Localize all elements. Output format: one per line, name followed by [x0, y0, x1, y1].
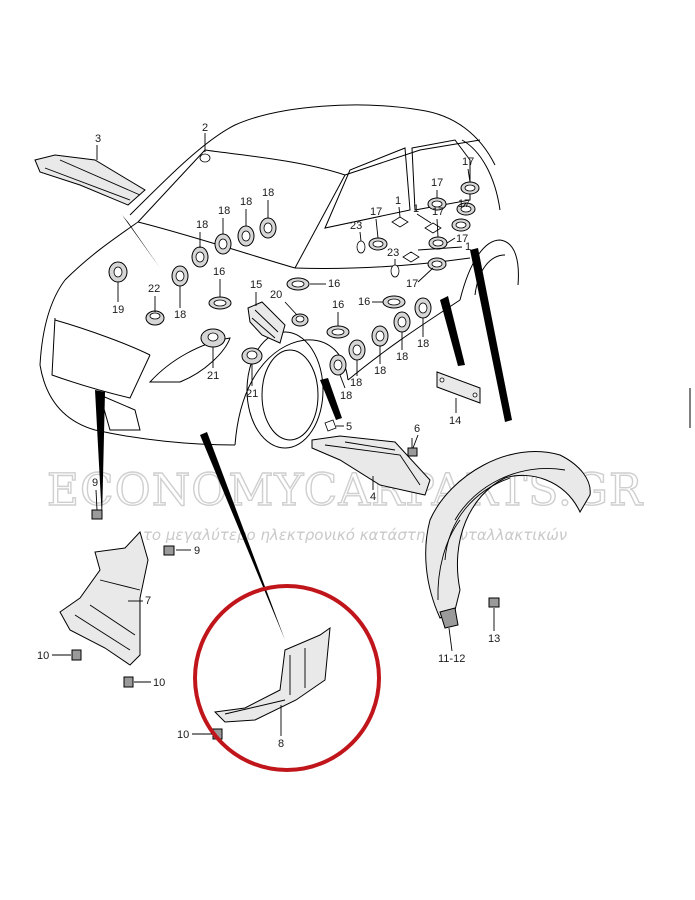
part-9-bolt-b[interactable] [163, 545, 175, 556]
grommet-18-b[interactable] [214, 233, 232, 255]
callout-18-f: 18 [340, 390, 352, 402]
callout-18-c: 18 [240, 196, 252, 208]
callout-7: 7 [145, 595, 151, 607]
grommet-18-a[interactable] [191, 246, 209, 268]
callout-8: 8 [278, 738, 284, 750]
callout-18-e: 18 [174, 309, 186, 321]
part-10-bolt-a[interactable] [71, 649, 82, 661]
callout-13: 13 [488, 633, 500, 645]
part-14-plate[interactable] [436, 371, 481, 404]
grommets [108, 181, 480, 376]
callout-2: 2 [202, 122, 208, 134]
callout-10-a: 10 [37, 650, 49, 662]
callout-1-c: 1 [465, 241, 471, 253]
callout-14: 14 [449, 415, 461, 427]
callout-17-f: 17 [456, 233, 468, 245]
plug-23-a[interactable] [356, 240, 366, 254]
grommet-21-a[interactable] [200, 328, 226, 348]
callout-9-a: 9 [92, 477, 98, 489]
callout-18-d: 18 [262, 187, 274, 199]
callout-18-h: 18 [374, 365, 386, 377]
callout-18-i: 18 [396, 351, 408, 363]
grommet-19[interactable] [108, 261, 128, 283]
callout-16-a: 16 [213, 266, 225, 278]
callout-16-c: 16 [332, 299, 344, 311]
part-8-undercover[interactable] [213, 626, 331, 723]
grommet-18-h[interactable] [371, 325, 389, 347]
plug-23-b[interactable] [390, 264, 400, 278]
grommet-17-a[interactable] [460, 181, 480, 195]
callout-19: 19 [112, 304, 124, 316]
callout-3: 3 [95, 133, 101, 145]
callout-6: 6 [414, 423, 420, 435]
grommet-18-c[interactable] [237, 225, 255, 247]
callout-20: 20 [270, 289, 282, 301]
callout-23-b: 23 [387, 247, 399, 259]
callout-23-a: 23 [350, 220, 362, 232]
callout-17-b: 17 [431, 177, 443, 189]
part-7-lower-cover[interactable] [59, 531, 149, 666]
callout-16-b: 16 [328, 278, 340, 290]
grommet-20[interactable] [291, 313, 309, 327]
grommet-18-d[interactable] [259, 217, 277, 239]
part-10-bolt-b[interactable] [123, 676, 134, 688]
part-6-bolt[interactable] [407, 438, 418, 457]
callout-4: 4 [370, 491, 376, 503]
callout-18-g: 18 [350, 377, 362, 389]
callout-18-b: 18 [218, 205, 230, 217]
part-3-cowl-panel[interactable] [34, 154, 146, 206]
part-2-clip[interactable] [199, 153, 211, 163]
watermark-subtitle: το μεγαλύτερο ηλεκτρονικό κατάστημα αντα… [143, 526, 567, 544]
plug-1-b[interactable] [424, 222, 442, 234]
callout-9-b: 9 [194, 545, 200, 557]
grommet-17-f[interactable] [451, 218, 471, 232]
grommet-18-g[interactable] [348, 339, 366, 361]
callout-17-e: 17 [432, 206, 444, 218]
callout-21-b: 21 [246, 388, 258, 400]
callout-16-d: 16 [358, 296, 370, 308]
callout-17-d: 17 [370, 206, 382, 218]
callout-1-a: 1 [395, 195, 401, 207]
grommet-16-c[interactable] [326, 325, 350, 339]
part-11-12-wheel-liner[interactable] [425, 451, 591, 629]
callout-10-c: 10 [177, 729, 189, 741]
callout-1-b: 1 [413, 203, 419, 215]
grommet-21-b[interactable] [241, 347, 263, 365]
grommet-16-d[interactable] [382, 295, 406, 309]
grommet-17-e[interactable] [428, 236, 448, 250]
callout-21-a: 21 [207, 370, 219, 382]
callout-17-g: 17 [406, 278, 418, 290]
highlight-circle [193, 584, 381, 772]
grommet-16-b[interactable] [286, 277, 310, 291]
part-15-vent[interactable] [247, 301, 286, 344]
callouts: 3 2 18 18 18 18 19 22 18 16 15 20 16 16 … [37, 122, 500, 750]
part-9-bolt-a[interactable] [91, 509, 103, 520]
grommet-18-f[interactable] [329, 354, 347, 376]
callout-22: 22 [148, 283, 160, 295]
callout-10-b: 10 [153, 677, 165, 689]
grommet-18-j[interactable] [414, 297, 432, 319]
callout-17-c: 17 [458, 198, 470, 210]
grommet-18-i[interactable] [393, 311, 411, 333]
part-13-bolt[interactable] [488, 597, 500, 608]
callout-18-a: 18 [196, 219, 208, 231]
plug-1-c[interactable] [402, 251, 420, 263]
callout-15: 15 [250, 279, 262, 291]
grommet-17-g[interactable] [427, 257, 447, 271]
grommet-18-e[interactable] [171, 265, 189, 287]
part-4-side-cover[interactable] [311, 435, 431, 496]
grommet-22[interactable] [145, 310, 165, 326]
grommet-17-d[interactable] [368, 237, 388, 251]
grommet-17-b[interactable] [427, 197, 447, 211]
part-5-clip[interactable] [324, 419, 337, 432]
callout-11-12: 11-12 [438, 653, 465, 665]
callout-17-a: 17 [462, 156, 474, 168]
callout-5: 5 [346, 421, 352, 433]
grommet-16-a[interactable] [208, 296, 232, 310]
callout-18-j: 18 [417, 338, 429, 350]
plug-1-a[interactable] [391, 216, 409, 228]
